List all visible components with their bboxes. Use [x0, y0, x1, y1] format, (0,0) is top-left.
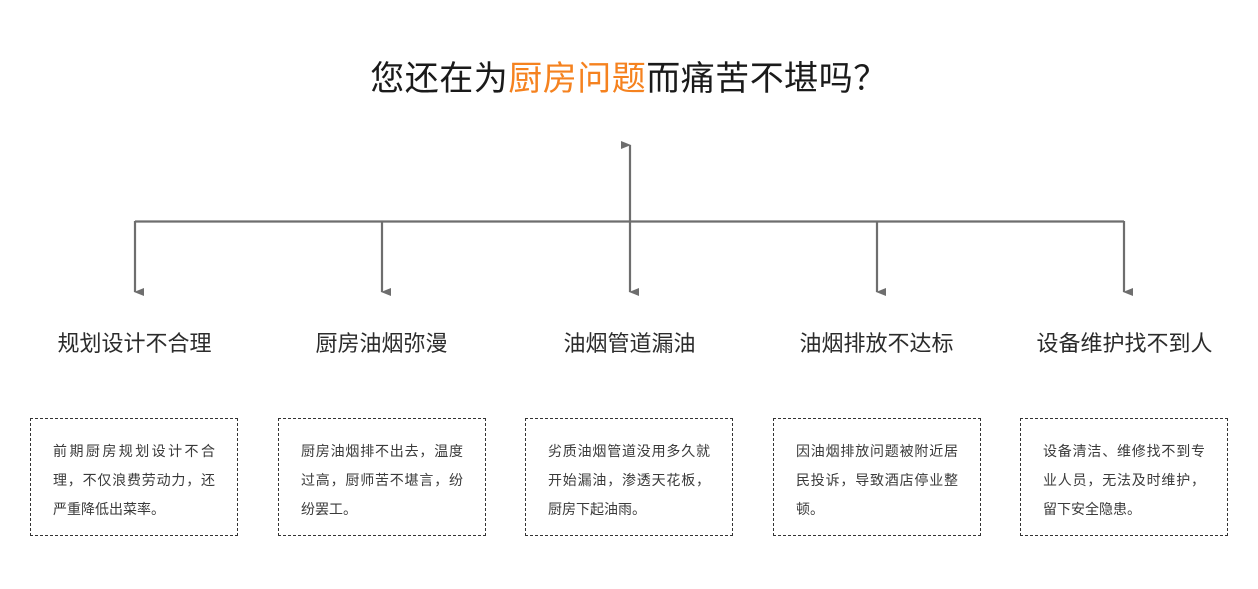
page-title: 您还在为厨房问题而痛苦不堪吗？	[0, 57, 1258, 101]
description-box-5: 设备清洁、维修找不到专业人员，无法及时维护，留下安全隐患。	[1020, 418, 1228, 536]
column-heading-2: 厨房油烟弥漫	[315, 331, 448, 356]
column-heading-1: 规划设计不合理	[57, 331, 212, 356]
description-text-3: 劣质油烟管道没用多久就开始漏油，渗透天花板，厨房下起油雨。	[548, 443, 710, 517]
description-text-2: 厨房油烟排不出去，温度过高，厨师苦不堪言，纷纷罢工。	[301, 443, 463, 517]
title-accent: 厨房问题	[508, 60, 647, 98]
description-box-4: 因油烟排放问题被附近居民投诉，导致酒店停业整顿。	[773, 418, 981, 536]
column-heading-row: 规划设计不合理 厨房油烟弥漫 油烟管道漏油 油烟排放不达标 设备维护找不到人	[0, 327, 1258, 363]
description-box-2: 厨房油烟排不出去，温度过高，厨师苦不堪言，纷纷罢工。	[278, 418, 486, 536]
description-text-4: 因油烟排放问题被附近居民投诉，导致酒店停业整顿。	[796, 443, 958, 517]
description-text-5: 设备清洁、维修找不到专业人员，无法及时维护，留下安全隐患。	[1043, 443, 1205, 517]
title-prefix: 您还在为	[370, 60, 509, 98]
description-box-row: 前期厨房规划设计不合理，不仅浪费劳动力，还严重降低出菜率。 厨房油烟排不出去，温…	[0, 418, 1258, 538]
description-box-3: 劣质油烟管道没用多久就开始漏油，渗透天花板，厨房下起油雨。	[525, 418, 733, 536]
description-box-1: 前期厨房规划设计不合理，不仅浪费劳动力，还严重降低出菜率。	[30, 418, 238, 536]
description-text-1: 前期厨房规划设计不合理，不仅浪费劳动力，还严重降低出菜率。	[53, 443, 215, 517]
column-heading-3: 油烟管道漏油	[563, 331, 696, 356]
column-heading-4: 油烟排放不达标	[799, 331, 954, 356]
column-heading-5: 设备维护找不到人	[1036, 331, 1213, 356]
connector-diagram	[133, 141, 1133, 296]
title-suffix: 而痛苦不堪吗？	[646, 60, 888, 98]
